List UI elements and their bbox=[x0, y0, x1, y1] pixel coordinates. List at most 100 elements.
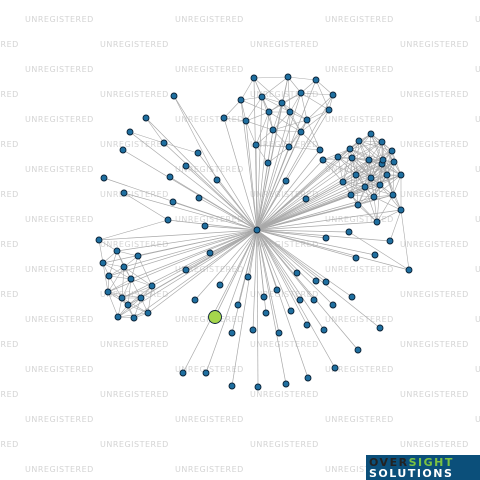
graph-node[interactable] bbox=[194, 149, 202, 157]
graph-node[interactable] bbox=[179, 369, 187, 377]
graph-node[interactable] bbox=[329, 301, 337, 309]
graph-node[interactable] bbox=[160, 139, 168, 147]
graph-node[interactable] bbox=[126, 128, 134, 136]
graph-node[interactable] bbox=[310, 296, 318, 304]
graph-node[interactable] bbox=[383, 171, 391, 179]
graph-node[interactable] bbox=[376, 324, 384, 332]
graph-node[interactable] bbox=[100, 174, 108, 182]
graph-node[interactable] bbox=[348, 154, 356, 162]
graph-node[interactable] bbox=[278, 99, 286, 107]
graph-node[interactable] bbox=[388, 147, 396, 155]
graph-node[interactable] bbox=[325, 106, 333, 114]
graph-node[interactable] bbox=[319, 156, 327, 164]
graph-node[interactable] bbox=[284, 73, 292, 81]
graph-node[interactable] bbox=[118, 294, 126, 302]
graph-node[interactable] bbox=[371, 251, 379, 259]
graph-node[interactable] bbox=[113, 247, 121, 255]
graph-node[interactable] bbox=[320, 326, 328, 334]
graph-node[interactable] bbox=[260, 293, 268, 301]
graph-node[interactable] bbox=[144, 309, 152, 317]
graph-node[interactable] bbox=[312, 277, 320, 285]
graph-node[interactable] bbox=[282, 380, 290, 388]
graph-node[interactable] bbox=[379, 156, 387, 164]
graph-node[interactable] bbox=[164, 216, 172, 224]
graph-node[interactable] bbox=[352, 254, 360, 262]
graph-node[interactable] bbox=[376, 181, 384, 189]
graph-node[interactable] bbox=[114, 313, 122, 321]
highlighted-node[interactable] bbox=[208, 310, 222, 324]
graph-node[interactable] bbox=[331, 364, 339, 372]
graph-node[interactable] bbox=[252, 141, 260, 149]
graph-node[interactable] bbox=[170, 92, 178, 100]
graph-node[interactable] bbox=[367, 130, 375, 138]
graph-node[interactable] bbox=[348, 293, 356, 301]
graph-node[interactable] bbox=[234, 301, 242, 309]
graph-node[interactable] bbox=[99, 259, 107, 267]
graph-node[interactable] bbox=[405, 266, 413, 274]
graph-node[interactable] bbox=[355, 137, 363, 145]
graph-node[interactable] bbox=[345, 228, 353, 236]
graph-node[interactable] bbox=[365, 156, 373, 164]
graph-node[interactable] bbox=[269, 126, 277, 134]
graph-node[interactable] bbox=[304, 374, 312, 382]
graph-node[interactable] bbox=[130, 314, 138, 322]
graph-node[interactable] bbox=[273, 286, 281, 294]
graph-node[interactable] bbox=[119, 146, 127, 154]
graph-node[interactable] bbox=[297, 89, 305, 97]
graph-node[interactable] bbox=[322, 278, 330, 286]
graph-node[interactable] bbox=[370, 193, 378, 201]
graph-node[interactable] bbox=[296, 296, 304, 304]
graph-node[interactable] bbox=[242, 117, 250, 125]
graph-node[interactable] bbox=[104, 288, 112, 296]
graph-node[interactable] bbox=[303, 321, 311, 329]
graph-node[interactable] bbox=[137, 294, 145, 302]
graph-node[interactable] bbox=[354, 346, 362, 354]
graph-node[interactable] bbox=[282, 177, 290, 185]
graph-node[interactable] bbox=[264, 159, 272, 167]
hub-node[interactable] bbox=[253, 226, 261, 234]
graph-node[interactable] bbox=[275, 329, 283, 337]
graph-node[interactable] bbox=[127, 275, 135, 283]
graph-node[interactable] bbox=[244, 273, 252, 281]
graph-node[interactable] bbox=[322, 234, 330, 242]
graph-node[interactable] bbox=[120, 189, 128, 197]
graph-node[interactable] bbox=[297, 128, 305, 136]
graph-node[interactable] bbox=[339, 178, 347, 186]
graph-node[interactable] bbox=[367, 174, 375, 182]
graph-node[interactable] bbox=[293, 269, 301, 277]
graph-node[interactable] bbox=[287, 307, 295, 315]
graph-node[interactable] bbox=[228, 382, 236, 390]
graph-node[interactable] bbox=[191, 296, 199, 304]
graph-node[interactable] bbox=[237, 96, 245, 104]
graph-node[interactable] bbox=[316, 146, 324, 154]
graph-node[interactable] bbox=[303, 116, 311, 124]
graph-node[interactable] bbox=[213, 176, 221, 184]
graph-node[interactable] bbox=[182, 266, 190, 274]
graph-node[interactable] bbox=[347, 191, 355, 199]
graph-node[interactable] bbox=[397, 206, 405, 214]
graph-node[interactable] bbox=[228, 329, 236, 337]
graph-node[interactable] bbox=[202, 369, 210, 377]
graph-node[interactable] bbox=[134, 252, 142, 260]
graph-node[interactable] bbox=[334, 153, 342, 161]
graph-node[interactable] bbox=[142, 114, 150, 122]
graph-node[interactable] bbox=[166, 173, 174, 181]
graph-node[interactable] bbox=[285, 143, 293, 151]
graph-node[interactable] bbox=[195, 194, 203, 202]
graph-node[interactable] bbox=[312, 76, 320, 84]
graph-node[interactable] bbox=[346, 145, 354, 153]
graph-node[interactable] bbox=[201, 222, 209, 230]
graph-node[interactable] bbox=[390, 158, 398, 166]
graph-node[interactable] bbox=[265, 108, 273, 116]
graph-node[interactable] bbox=[361, 183, 369, 191]
graph-node[interactable] bbox=[302, 195, 310, 203]
graph-node[interactable] bbox=[378, 138, 386, 146]
graph-node[interactable] bbox=[206, 249, 214, 257]
graph-node[interactable] bbox=[148, 282, 156, 290]
graph-node[interactable] bbox=[220, 114, 228, 122]
graph-node[interactable] bbox=[169, 198, 177, 206]
graph-node[interactable] bbox=[216, 281, 224, 289]
graph-node[interactable] bbox=[389, 191, 397, 199]
graph-node[interactable] bbox=[124, 301, 132, 309]
graph-node[interactable] bbox=[250, 74, 258, 82]
